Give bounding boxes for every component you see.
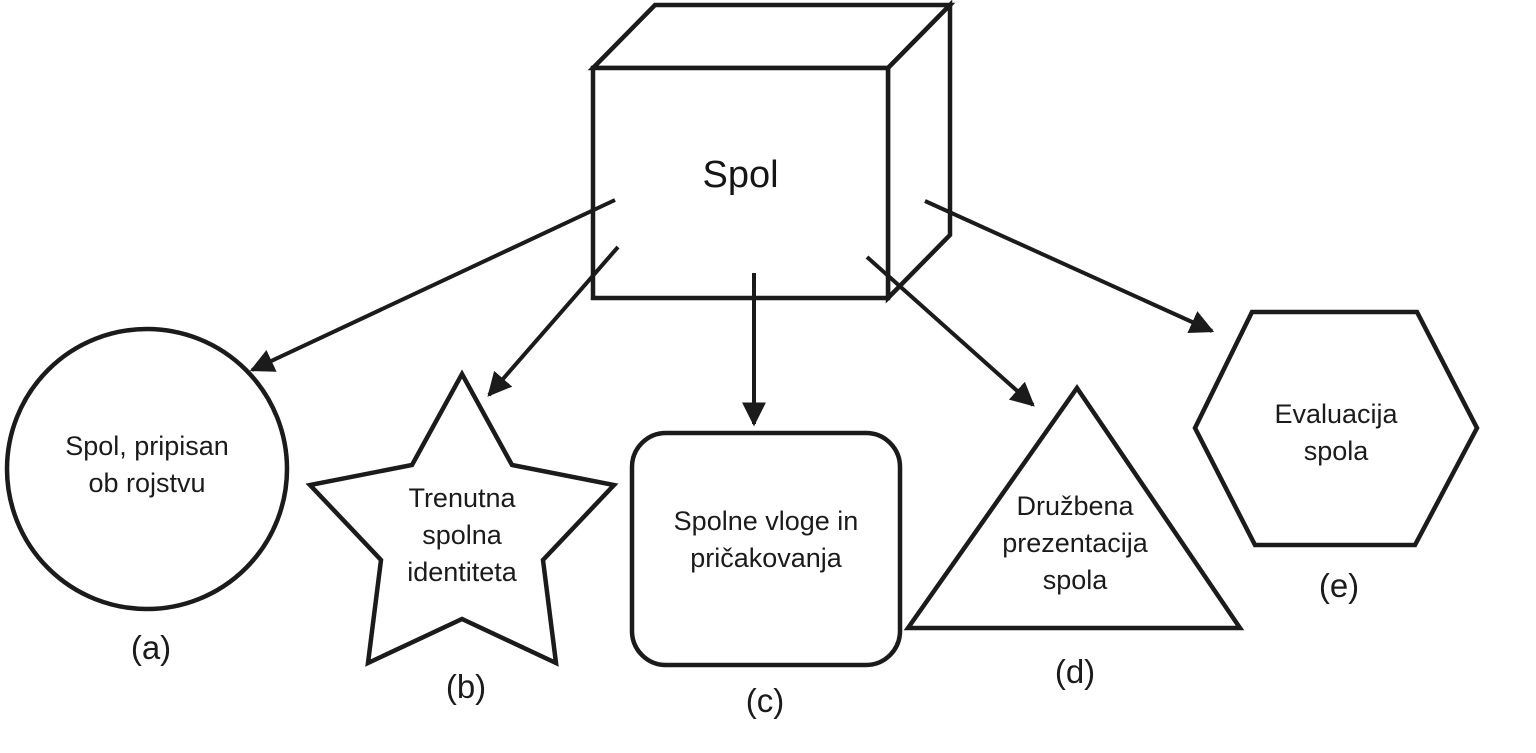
tag-a: (a) [130, 629, 172, 666]
arrow-to-triangle [865, 255, 1035, 407]
cube-label: Spol [702, 154, 779, 196]
rounded-square-shape [629, 430, 903, 668]
hexagon-label: Evaluacija spola [1274, 399, 1398, 466]
arrow-to-star [487, 245, 620, 397]
circle-shape [4, 326, 290, 612]
arrow-to-hexagon [924, 199, 1215, 334]
triangle-label: Družbena prezentacija spola [1002, 491, 1148, 595]
tag-d: (d) [1054, 653, 1096, 690]
tag-c: (c) [745, 682, 785, 719]
hexagon-shape [1192, 309, 1480, 548]
triangle-shape [903, 384, 1245, 631]
circle-label: Spol, pripisan ob rojstvu [65, 431, 229, 498]
star-label: Trenutna spolna identiteta [407, 483, 517, 587]
cube-shape [587, 0, 956, 304]
rounded-square-label: Spolne vloge in pričakovanja [673, 506, 859, 573]
cube-front-face [590, 65, 891, 301]
arrow-to-circle [249, 198, 616, 372]
tag-e: (e) [1318, 567, 1360, 604]
star-shape [305, 369, 619, 667]
tag-b: (b) [445, 668, 487, 705]
